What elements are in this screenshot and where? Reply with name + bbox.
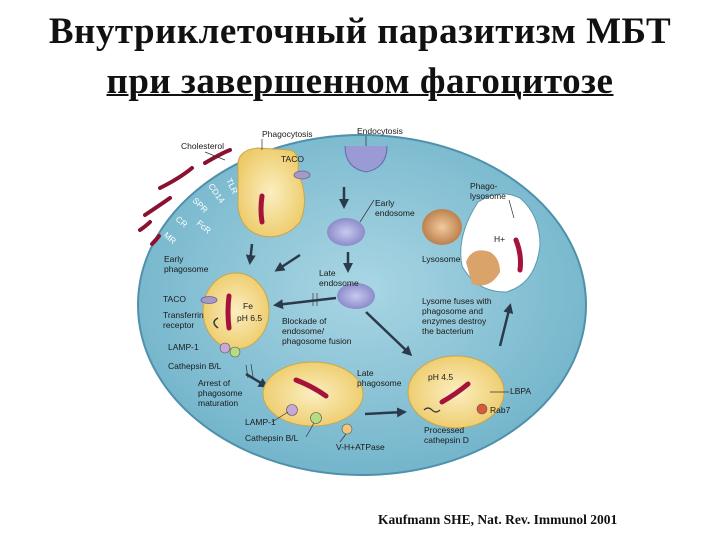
membrane-receptors [138, 148, 232, 246]
lamp1-bottom-label: LAMP-1 [245, 417, 276, 427]
v-atpase-label: V-H+ATPase [336, 442, 385, 452]
lysosome-fuses-label-2: phagosome and [422, 306, 483, 316]
early-phagosome-label-2: phagosome [164, 264, 209, 274]
slide-title-line-1: Внутриклеточный паразитизм МБТ [48, 11, 672, 52]
phagocytosis-label: Phagocytosis [262, 129, 313, 139]
endocytosis-label: Endocytosis [357, 126, 403, 136]
receptor-bar [150, 234, 161, 246]
early-phagosome [202, 272, 270, 350]
lamp1-dot [286, 404, 298, 416]
ph-65-label: pH 6.5 [237, 313, 262, 323]
receptor-bar [158, 166, 194, 190]
fe-label: Fe [243, 301, 253, 311]
transferrin-receptor-icon [213, 317, 219, 329]
lysosome [422, 209, 462, 245]
cathepsin-dot [310, 412, 322, 424]
transferrin-receptor-label-2: receptor [163, 320, 194, 330]
taco-protein-left [200, 296, 218, 304]
slide-title-line-2: при завершенном фагоцитозе [106, 61, 614, 102]
bacterium [258, 193, 265, 225]
rab7-dot [476, 403, 488, 415]
ph-45-label: pH 4.5 [428, 372, 453, 382]
lysosome-fuses-label-1: Lysome fuses with [422, 296, 492, 306]
lysosome-fuses-label-3: enzymes destroy [422, 316, 487, 326]
late-endosome-label-2: endosome [319, 278, 359, 288]
rab7-label: Rab7 [490, 405, 511, 415]
early-endosome-label-2: endosome [375, 208, 415, 218]
h-plus-label: H+ [494, 234, 505, 244]
late-phagosome-label-2: phagosome [357, 378, 402, 388]
phagolysosome-label-2: lysosome [470, 191, 506, 201]
arrest-label-1: Arrest of [198, 378, 231, 388]
cholesterol-label: Cholesterol [181, 141, 224, 151]
processed-cathepsin-label-1: Processed [424, 425, 464, 435]
phagolysosome-label-1: Phago- [470, 181, 498, 191]
receptor-bar [203, 148, 232, 165]
digested-bacterium [466, 250, 500, 286]
phagocytic-cup [237, 147, 305, 238]
arrest-label-3: maturation [198, 398, 238, 408]
blockade-label-3: phagosome fusion [282, 336, 352, 346]
receptor-bar [143, 196, 172, 217]
bacterium-fragment [513, 237, 523, 273]
bacterium [293, 377, 329, 399]
taco-top-label: TACO [281, 154, 304, 164]
blockade-label-1: Blockade of [282, 316, 327, 326]
v-atpase-dot [341, 423, 353, 435]
processed-cathepsin-icon [423, 407, 441, 413]
cathepsin-dot [229, 346, 241, 358]
taco-protein-top [293, 170, 311, 180]
processed-cathepsin-label-2: cathepsin D [424, 435, 469, 445]
transferrin-receptor-label-1: Transferrin [163, 310, 204, 320]
lysosome-label: Lysosome [422, 254, 461, 264]
cathepsin-top-label: Cathepsin B/L [168, 361, 222, 371]
endocytic-vesicle [344, 145, 388, 173]
lysosome-fuses-label-4: the bacterium [422, 326, 474, 336]
late-phagosome-label-1: Late [357, 368, 374, 378]
receptor-bar [138, 220, 152, 232]
bacterium [225, 293, 232, 331]
lamp1-top-label: LAMP-1 [168, 342, 199, 352]
blockade-label-2: endosome/ [282, 326, 325, 336]
cathepsin-bottom-label: Cathepsin B/L [245, 433, 299, 443]
lbpa-label: LBPA [510, 386, 531, 396]
bacterium [439, 381, 471, 405]
late-endosome-label-1: Late [319, 268, 336, 278]
lamp1-dot [219, 342, 231, 354]
late-endosome [337, 283, 375, 309]
source-credit: Kaufmann SHE, Nat. Rev. Immunol 2001 [378, 512, 618, 527]
taco-left-label: TACO [163, 294, 186, 304]
early-phagosome-label-1: Early [164, 254, 184, 264]
arrest-label-2: phagosome [198, 388, 243, 398]
early-endosome-label-1: Early [375, 198, 395, 208]
early-endosome [327, 218, 365, 246]
